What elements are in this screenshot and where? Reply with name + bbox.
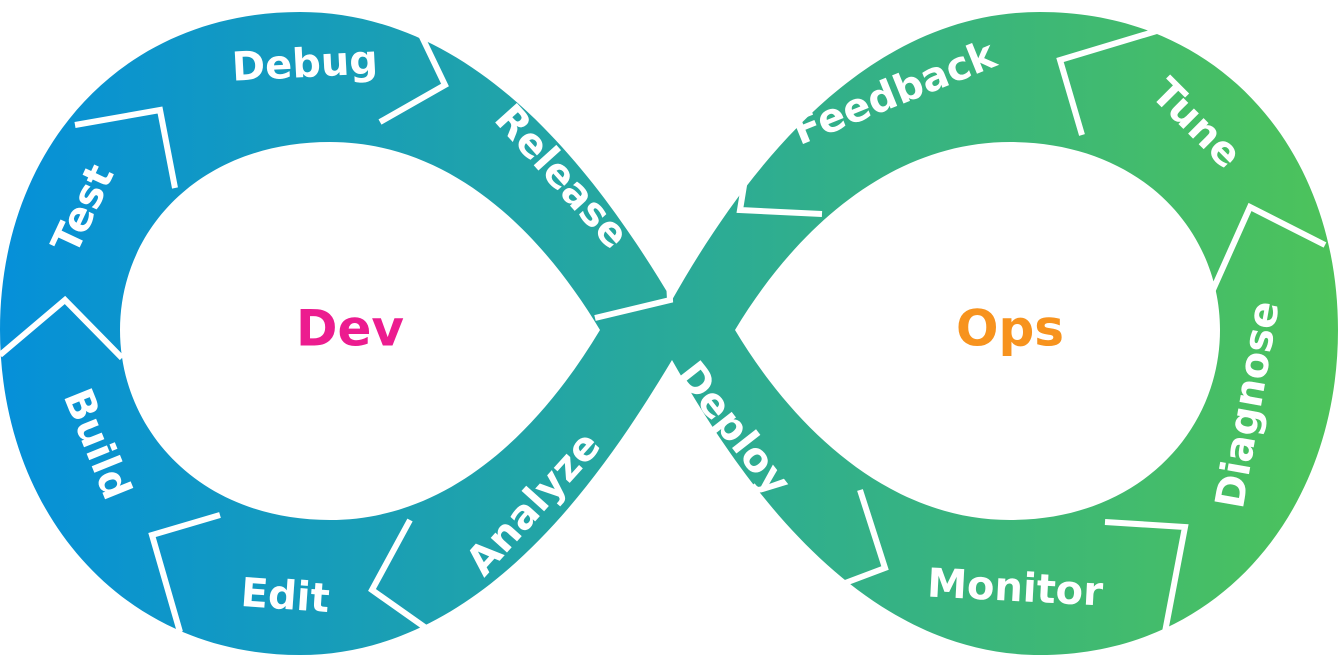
dev-label: Dev [296,300,404,358]
loop-band [0,12,1338,655]
stage-debug: Debug [231,37,379,91]
stage-edit: Edit [239,570,331,622]
stage-separators [0,10,1327,641]
ops-label: Ops [956,300,1064,358]
stage-monitor: Monitor [926,560,1104,615]
